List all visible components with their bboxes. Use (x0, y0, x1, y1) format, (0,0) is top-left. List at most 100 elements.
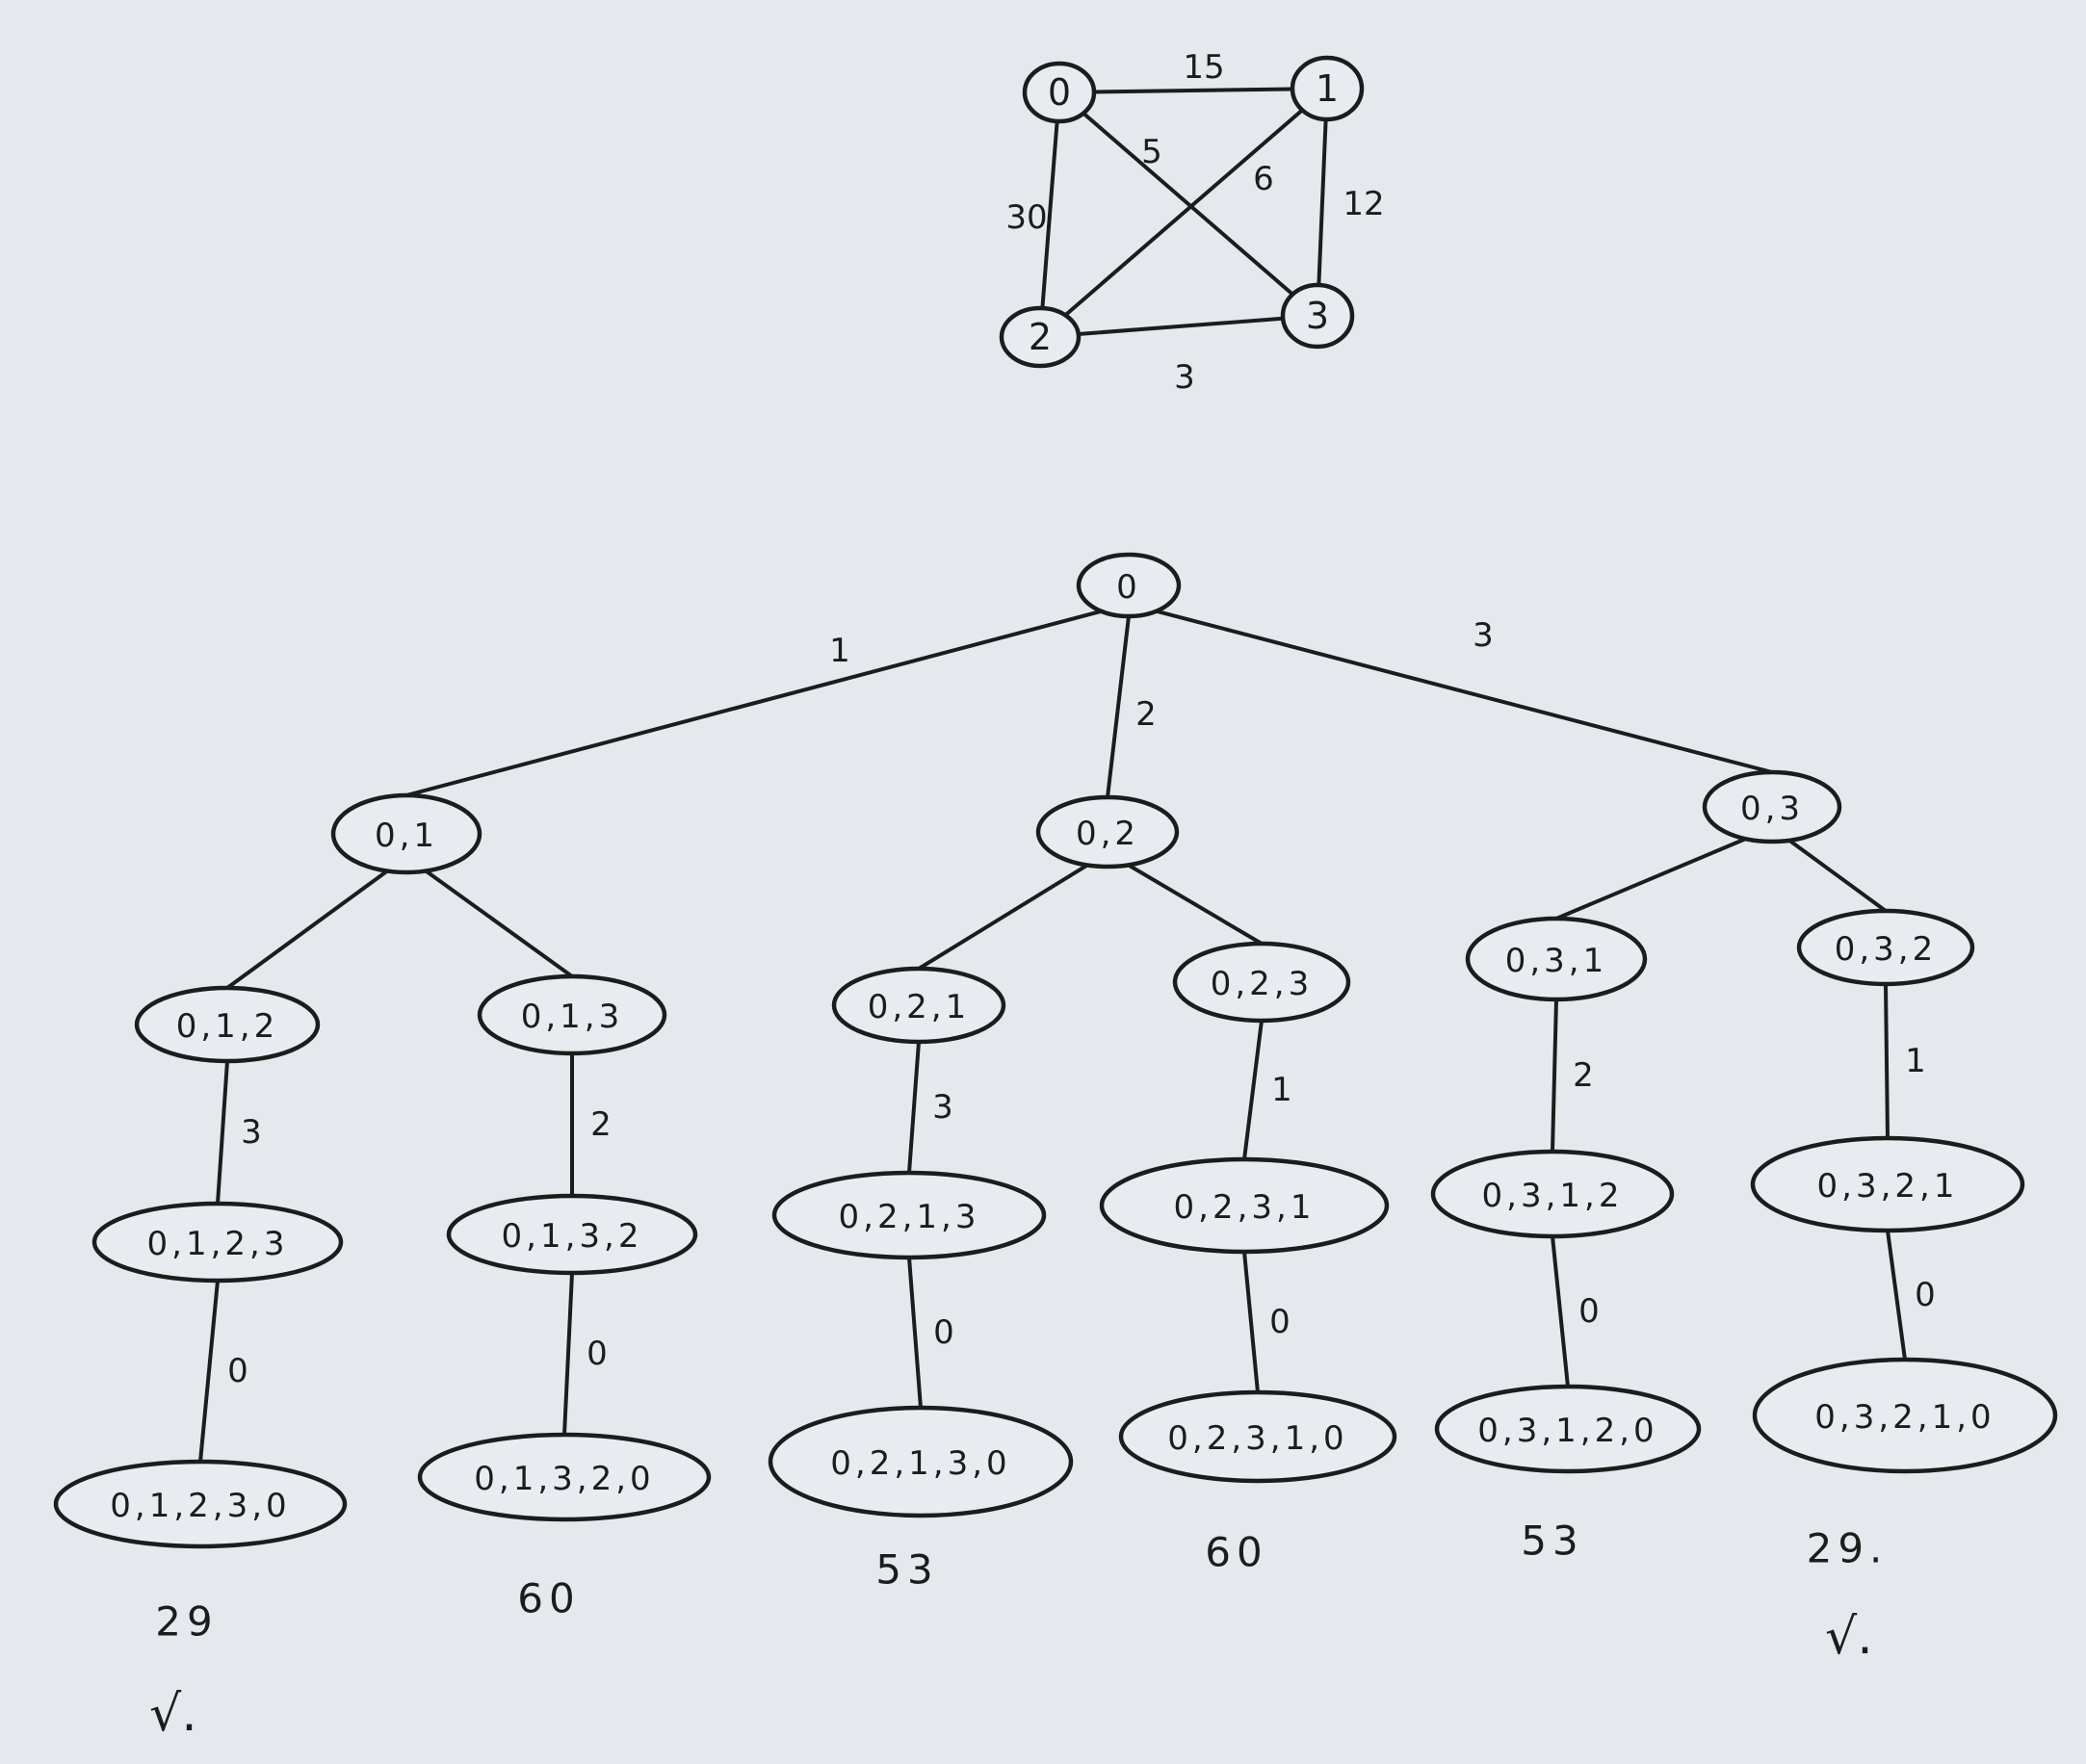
tree-node-c1x (1430, 1149, 1675, 1239)
tree-node-b2x (1099, 1156, 1390, 1255)
optimal-check-mark: √. (149, 1685, 197, 1743)
graph-edge-2-3 (1038, 314, 1319, 339)
graph-edge-0-3 (1057, 91, 1319, 318)
tree-edge-label: 0 (933, 1313, 954, 1352)
tree-node-c2 (1796, 908, 1975, 987)
tree-edge (1242, 1250, 1260, 1394)
tree-edge-label: 1 (1905, 1042, 1926, 1080)
tree-node-label: 0,1 (375, 817, 438, 855)
tree-edge-label: 1 (829, 632, 850, 670)
graph-node-0 (1022, 61, 1097, 124)
tree-edge (216, 1059, 229, 1206)
tree-edge (1884, 982, 1890, 1140)
tree-edge-label: 3 (1473, 616, 1494, 655)
tree-edge-label: 0 (1578, 1292, 1600, 1331)
tree-node-label: 0,2,3 (1211, 965, 1314, 1003)
tree-node-b1y (768, 1405, 1074, 1518)
tree-edge-label: 3 (241, 1113, 262, 1152)
tree-node-c1y (1434, 1384, 1702, 1474)
graph-node-label: 3 (1306, 295, 1329, 337)
tree-node-label: 0,3,1,2 (1482, 1177, 1624, 1215)
tree-node-label: 0,1,2,3 (147, 1225, 289, 1263)
tree-edge (562, 1271, 574, 1437)
tree-node-b2y (1118, 1389, 1397, 1484)
tree-node-a2x (446, 1193, 698, 1276)
tree-node-c (1702, 769, 1842, 844)
tree-node-label: 0,2,1,3 (839, 1198, 980, 1236)
tree-node-label: 0,1,2,3,0 (110, 1487, 290, 1525)
graph-node-2 (999, 305, 1082, 369)
tree-edge-label: 2 (1135, 695, 1157, 734)
graph-edge-weight: 30 (1005, 198, 1047, 237)
tree-edge (1554, 825, 1774, 921)
optimal-check-mark: √. (1825, 1608, 1873, 1666)
tree-node-b (1035, 794, 1180, 869)
tree-edge (404, 855, 574, 978)
tree-node-b1 (831, 966, 1006, 1045)
tree-edge-label: 0 (227, 1352, 248, 1390)
graph-node-label: 0 (1048, 71, 1071, 114)
graph-node-label: 1 (1316, 67, 1339, 110)
tree-edge (225, 855, 408, 990)
tree-node-label: 0,3,1 (1505, 942, 1608, 980)
tree-edge (1127, 602, 1774, 774)
tour-cost: 60 (517, 1575, 580, 1622)
tree-node-label: 0,3,2 (1835, 930, 1938, 969)
tree-node-c2y (1752, 1357, 2058, 1474)
graph-edge-0-2 (1038, 91, 1061, 339)
tree-node-label: 0,2 (1076, 815, 1139, 853)
tree-edge-label: 2 (590, 1105, 612, 1144)
tree-edge (1242, 1019, 1264, 1161)
tree-edge-label: 0 (1269, 1303, 1291, 1341)
graph-edge-weight: 12 (1343, 185, 1384, 223)
tree-node-b1x (771, 1170, 1047, 1260)
tree-node-b2 (1172, 941, 1351, 1024)
tree-edge-label: 3 (932, 1088, 953, 1127)
tree-edge (917, 850, 1109, 971)
tree-edge-label: 1 (1271, 1071, 1292, 1109)
tree-edge (404, 602, 1131, 797)
tree-node-a2y (417, 1432, 712, 1522)
tour-cost: 60 (1205, 1529, 1267, 1576)
tree-node-a1x (91, 1201, 344, 1284)
graph-edge-weight: 5 (1141, 133, 1162, 171)
tree-node-label: 0,2,3,1 (1174, 1188, 1316, 1227)
tree-node-label: 0,1,3,2 (502, 1217, 643, 1256)
tree-edge (1551, 998, 1558, 1154)
tree-node-a1 (134, 985, 321, 1064)
tour-cost: 29 (155, 1598, 218, 1646)
tree-node-r (1076, 552, 1182, 619)
graph-node-1 (1290, 55, 1365, 122)
edge-layer (198, 87, 1907, 1464)
graph-edge-weight: 15 (1183, 48, 1224, 87)
tree-edge (907, 1040, 921, 1175)
tour-cost: 29. (1807, 1525, 1889, 1572)
tree-edge (907, 1256, 923, 1410)
tree-node-label: 0,2,1,3,0 (830, 1444, 1010, 1483)
tree-node-label: 0,3 (1740, 790, 1804, 828)
graph-edge-weight: 6 (1253, 160, 1274, 198)
tree-edge-label: 0 (587, 1335, 608, 1373)
graph-edge-weight: 3 (1174, 358, 1195, 397)
tree-node-label: 0,2,3,1,0 (1167, 1419, 1347, 1458)
tour-cost: 53 (875, 1546, 938, 1594)
tree-edge (1106, 850, 1264, 946)
tree-node-label: 0,3,1,2,0 (1477, 1412, 1657, 1450)
tree-node-label: 0,1,3 (521, 998, 624, 1036)
graph-node-label: 2 (1029, 316, 1052, 358)
graph-edge-1-2 (1038, 87, 1329, 339)
graph-edge-1-3 (1316, 87, 1329, 318)
tree-node-label: 0,1,3,2,0 (474, 1460, 654, 1498)
graph-node-3 (1280, 282, 1355, 350)
tree-node-label: 0 (1116, 568, 1141, 607)
tree-node-a2 (477, 973, 667, 1056)
tour-cost: 53 (1521, 1518, 1583, 1565)
tree-edge (198, 1279, 220, 1464)
tree-edge-label: 2 (1573, 1056, 1594, 1095)
graph-edge-0-1 (1057, 87, 1329, 94)
tree-edge (1886, 1229, 1907, 1362)
tree-node-c2x (1750, 1135, 2025, 1233)
